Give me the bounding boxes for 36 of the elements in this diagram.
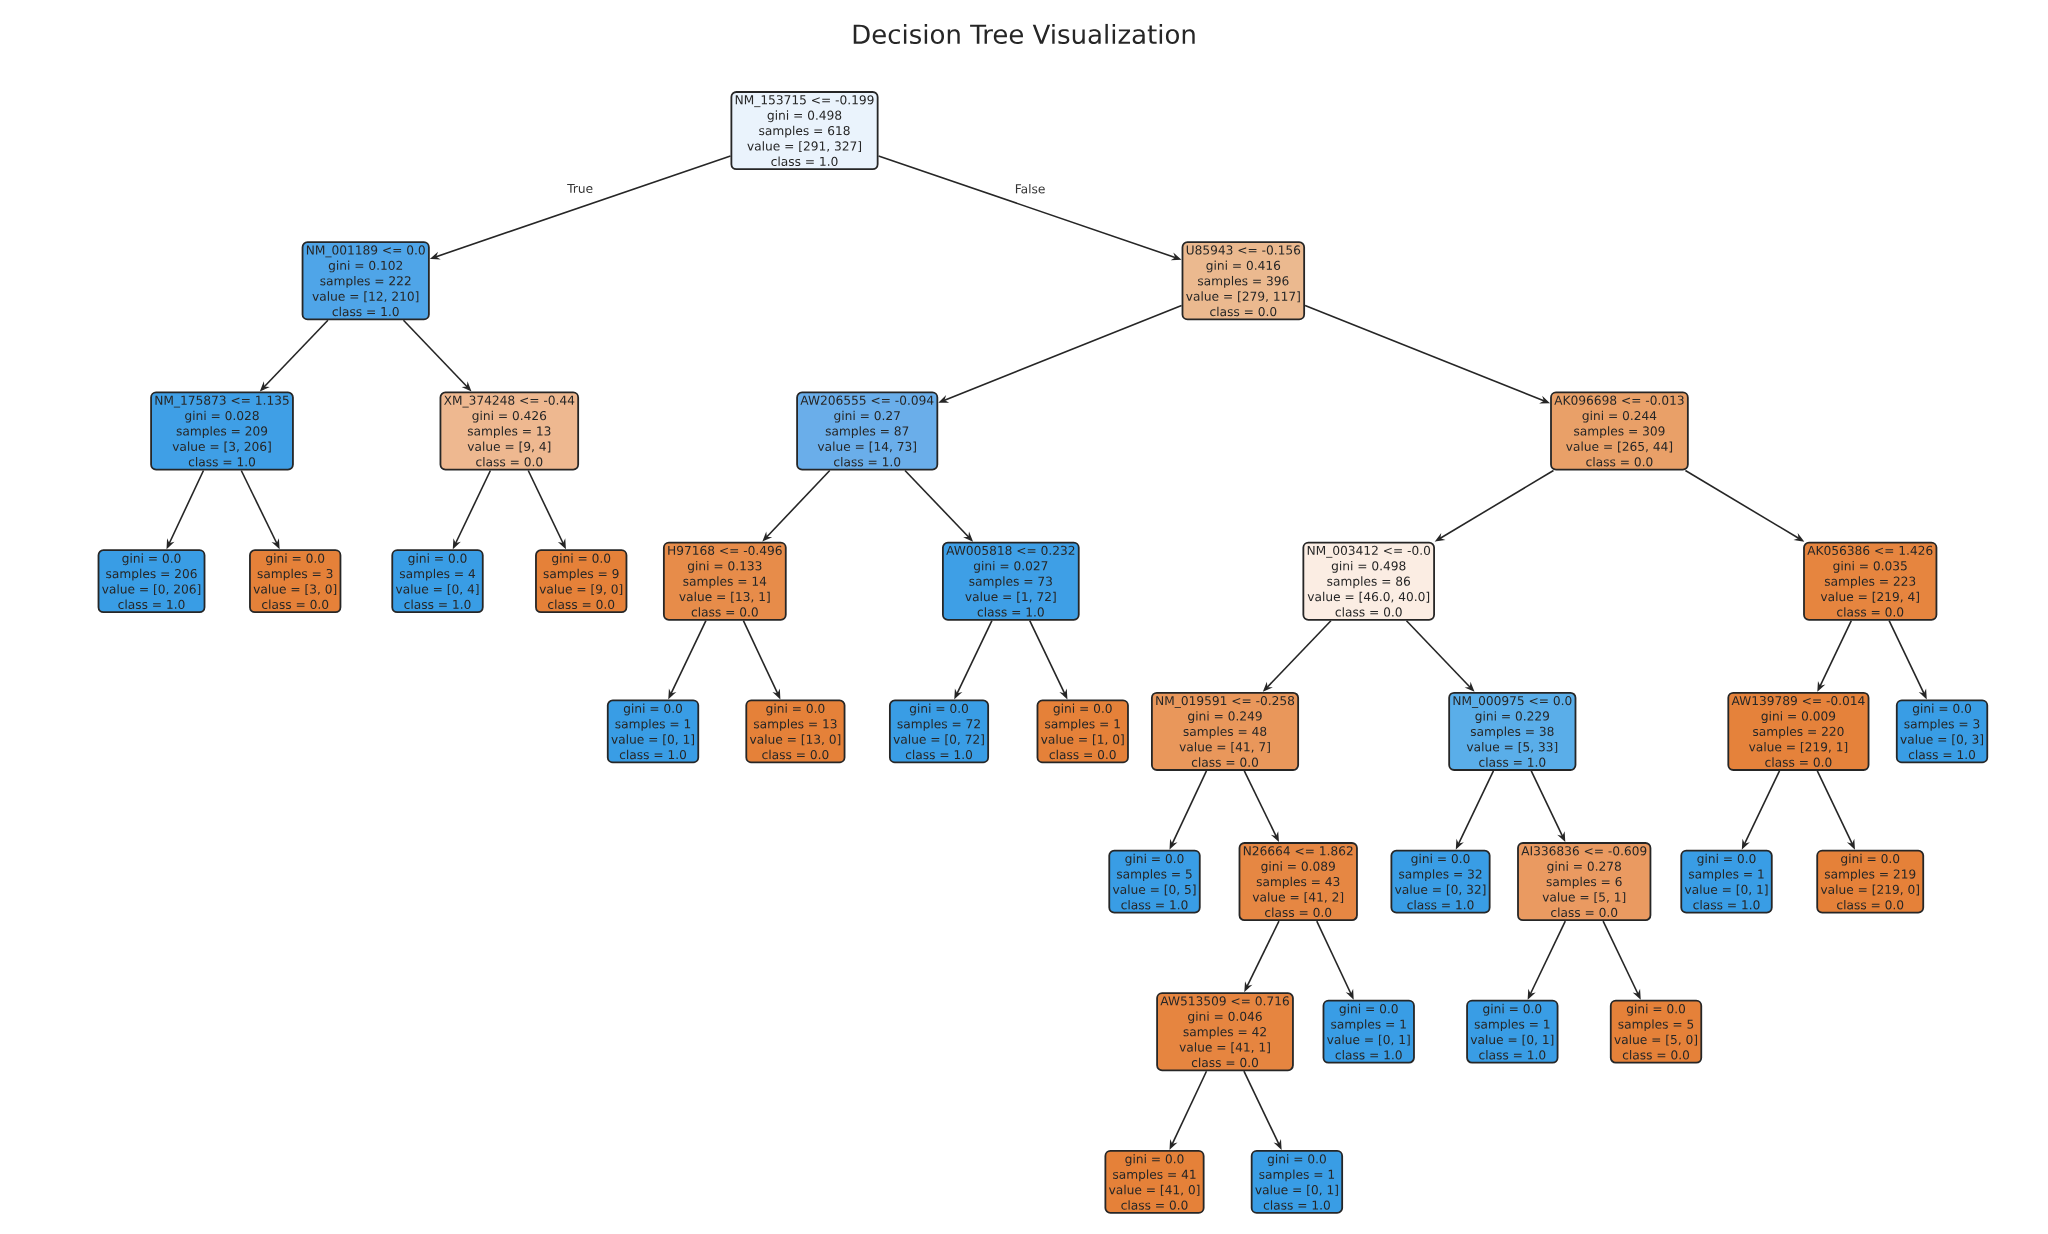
tree-node-box: NM_000975 <= 0.0 gini = 0.229 samples = 38 value = [5, 33] class = 1.0	[1448, 691, 1577, 771]
tree-node-box: AK056386 <= 1.426 gini = 0.035 samples = 223 value = [219, 4] class = 0.0	[1803, 541, 1938, 621]
chart-title: Decision Tree Visualization	[853, 23, 1195, 45]
tree-node-box: AI336836 <= -0.609 gini = 0.278 samples = 6 value = [5, 1] class = 0.0	[1517, 842, 1652, 922]
tree-node-box: U85943 <= -0.156 gini = 0.416 samples = 396 value = [279, 117] class = 0.0	[1181, 241, 1306, 321]
tree-node-box: gini = 0.0 samples = 1 value = [0, 1] class = 1.0	[1250, 1150, 1344, 1214]
tree-node-box: gini = 0.0 samples = 1 value = [0, 1] class = 1.0	[1322, 999, 1415, 1064]
tree-node-box: gini = 0.0 samples = 41 value = [41, 0] class = 0.0	[1104, 1150, 1205, 1214]
tree-node-box: AW005818 <= 0.232 gini = 0.027 samples = 73 value = [1, 72] class = 1.0	[942, 541, 1080, 621]
tree-node-box: NM_019591 <= -0.258 gini = 0.249 samples = 48 value = [41, 7] class = 0.0	[1151, 691, 1300, 771]
tree-node-box: AW139789 <= -0.014 gini = 0.009 samples = 220 value = [219, 1] class = 0.0	[1727, 691, 1870, 771]
tree-node-box: gini = 0.0 samples = 1 value = [1, 0] class = 0.0	[1036, 699, 1129, 764]
tree-node-box: AW206555 <= -0.094 gini = 0.27 samples = 87 value = [14, 73] class = 1.0	[796, 391, 939, 471]
tree-node-box: gini = 0.0 samples = 1 value = [0, 1] class = 1.0	[606, 699, 700, 764]
tree-node-box: NM_001189 <= 0.0 gini = 0.102 samples = 222 value = [12, 210] class = 1.0	[301, 241, 430, 321]
tree-node-box: gini = 0.0 samples = 72 value = [0, 72] class = 1.0	[889, 699, 990, 764]
tree-node-box: H97168 <= -0.496 gini = 0.133 samples = 14 value = [13, 1] class = 0.0	[662, 541, 787, 621]
tree-node-box: NM_175873 <= 1.135 gini = 0.028 samples = 209 value = [3, 206] class = 1.0	[150, 391, 294, 471]
tree-node-box: gini = 0.0 samples = 3 value = [3, 0] class = 0.0	[249, 549, 342, 614]
tree-node-box: gini = 0.0 samples = 9 value = [9, 0] class = 0.0	[535, 549, 628, 614]
tree-node-box: gini = 0.0 samples = 5 value = [5, 0] class = 0.0	[1609, 999, 1703, 1064]
tree-node-box: N26664 <= 1.862 gini = 0.089 samples = 43 value = [41, 2] class = 0.0	[1238, 842, 1358, 922]
tree-node-box: gini = 0.0 samples = 1 value = [0, 1] class = 1.0	[1680, 849, 1773, 914]
tree-node-box: gini = 0.0 samples = 206 value = [0, 206] class = 1.0	[97, 549, 206, 614]
tree-node-box: gini = 0.0 samples = 5 value = [0, 5] class = 1.0	[1108, 849, 1201, 914]
tree-node-box: gini = 0.0 samples = 3 value = [0, 3] class = 1.0	[1895, 699, 1989, 764]
tree-node-box: gini = 0.0 samples = 4 value = [0, 4] class = 1.0	[391, 549, 484, 614]
tree-node-box: gini = 0.0 samples = 13 value = [13, 0] class = 0.0	[745, 699, 846, 764]
tree-node-box: NM_153715 <= -0.199 gini = 0.498 samples = 618 value = [291, 327] class = 1.0	[730, 91, 879, 171]
tree-node-box: gini = 0.0 samples = 219 value = [219, 0] class = 0.0	[1816, 849, 1925, 914]
tree-node-box: AW513509 <= 0.716 gini = 0.046 samples = 42 value = [41, 1] class = 0.0	[1156, 992, 1294, 1072]
tree-node-box: NM_003412 <= -0.0 gini = 0.498 samples = 86 value = [46.0, 40.0] class = 0.0	[1302, 541, 1435, 621]
tree-node-box: AK096698 <= -0.013 gini = 0.244 samples = 309 value = [265, 44] class = 0.0	[1550, 391, 1689, 471]
tree-node-box: XM_374248 <= -0.44 gini = 0.426 samples = 13 value = [9, 4] class = 0.0	[439, 391, 580, 471]
tree-node-box: gini = 0.0 samples = 1 value = [0, 1] class = 1.0	[1466, 999, 1559, 1064]
tree-node-box: gini = 0.0 samples = 32 value = [0, 32] class = 1.0	[1390, 849, 1491, 914]
